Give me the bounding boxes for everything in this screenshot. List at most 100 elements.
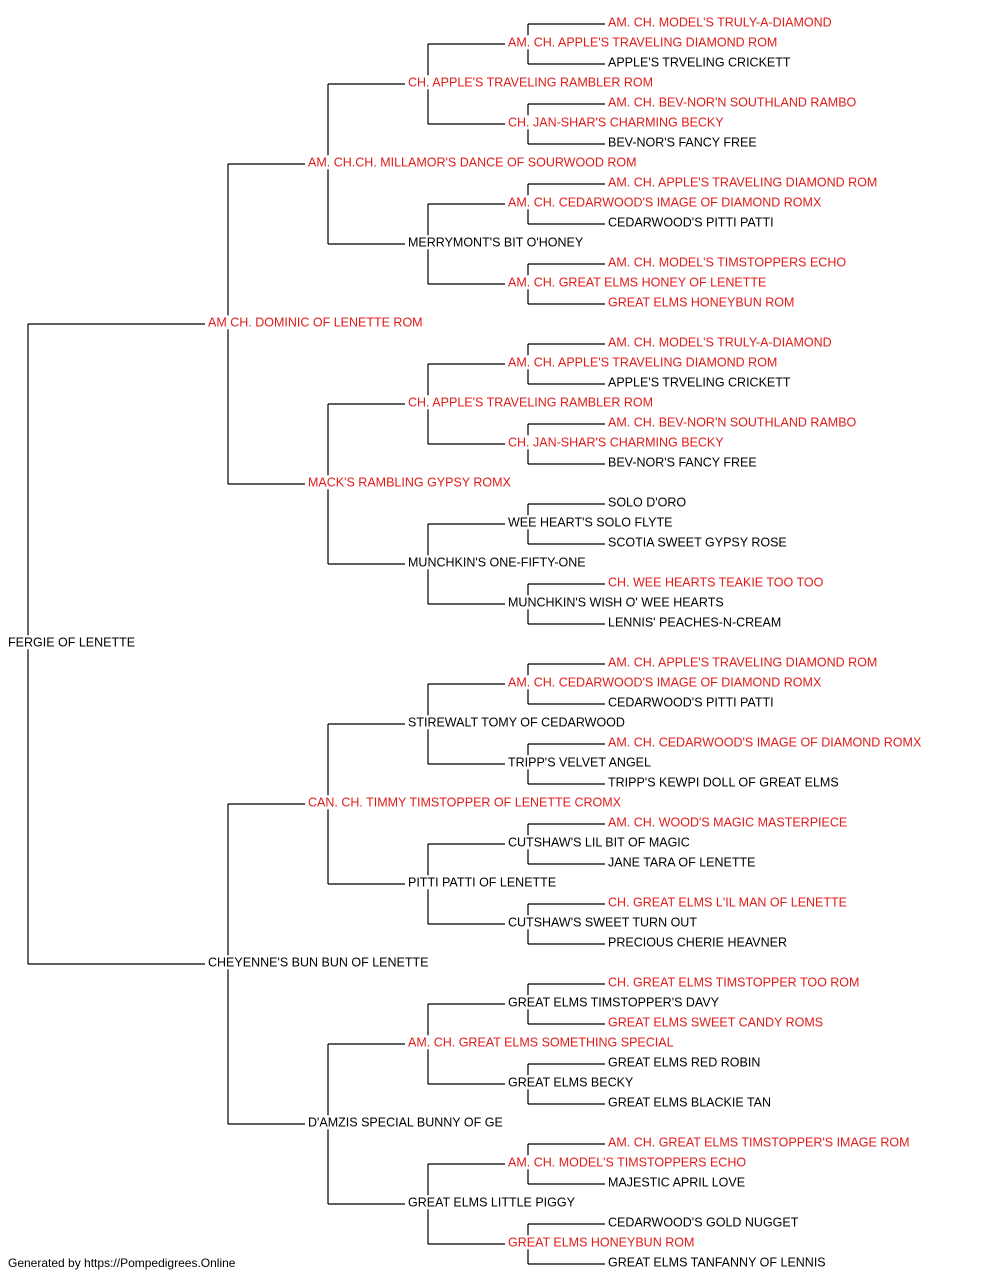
dog-name: PITTI PATTI OF LENETTE <box>408 875 556 889</box>
name-background <box>606 815 850 830</box>
name-background <box>606 575 826 590</box>
dog-name: MUNCHKIN'S ONE-FIFTY-ONE <box>408 555 586 569</box>
dog-name: APPLE'S TRVELING CRICKETT <box>608 375 791 389</box>
name-background <box>306 795 624 810</box>
name-background <box>506 115 727 130</box>
dog-name: GREAT ELMS LITTLE PIGGY <box>408 1195 576 1209</box>
name-background <box>606 695 776 710</box>
dog-name: CUTSHAW'S LIL BIT OF MAGIC <box>508 835 690 849</box>
name-background <box>606 735 924 750</box>
name-background <box>506 755 653 770</box>
generated-by-footer: Generated by https://Pompedigrees.Online <box>8 1256 236 1270</box>
name-background <box>606 775 841 790</box>
name-background <box>506 1235 697 1250</box>
dog-name: CEDARWOOD'S PITTI PATTI <box>608 215 774 229</box>
dog-name: GREAT ELMS SWEET CANDY ROMS <box>608 1015 823 1029</box>
name-background <box>606 375 793 390</box>
dog-name: GREAT ELMS TANFANNY OF LENNIS <box>608 1255 826 1269</box>
dog-name: CH. WEE HEARTS TEAKIE TOO TOO <box>608 575 824 589</box>
dog-name: JANE TARA OF LENETTE <box>608 855 756 869</box>
dog-name: LENNIS' PEACHES-N-CREAM <box>608 615 781 629</box>
dog-name: STIREWALT TOMY OF CEDARWOOD <box>408 715 625 729</box>
dog-name: CEDARWOOD'S PITTI PATTI <box>608 695 774 709</box>
dog-name: TRIPP'S VELVET ANGEL <box>508 755 651 769</box>
dog-name: CUTSHAW'S SWEET TURN OUT <box>508 915 697 929</box>
name-background <box>606 215 776 230</box>
dog-name: AM. CH. CEDARWOOD'S IMAGE OF DIAMOND ROM… <box>508 675 822 689</box>
name-background <box>506 35 780 50</box>
name-background <box>506 195 824 210</box>
dog-name: BEV-NOR'S FANCY FREE <box>608 455 757 469</box>
name-background <box>606 1255 828 1270</box>
dog-name: CH. GREAT ELMS L'IL MAN OF LENETTE <box>608 895 847 909</box>
dog-name: FERGIE OF LENETTE <box>8 635 135 649</box>
dog-name: AM. CH. GREAT ELMS SOMETHING SPECIAL <box>408 1035 674 1049</box>
dog-name: AM CH. DOMINIC OF LENETTE ROM <box>208 315 423 329</box>
dog-name: GREAT ELMS BLACKIE TAN <box>608 1095 771 1109</box>
name-background <box>606 1215 801 1230</box>
dog-name: AM. CH. MODEL'S TIMSTOPPERS ECHO <box>508 1155 746 1169</box>
dog-name: AM. CH. BEV-NOR'N SOUTHLAND RAMBO <box>608 415 857 429</box>
name-background <box>506 1155 749 1170</box>
name-background <box>506 515 675 530</box>
dog-name: AM. CH.CH. MILLAMOR'S DANCE OF SOURWOOD … <box>308 155 637 169</box>
name-background <box>606 415 859 430</box>
dog-name: GREAT ELMS RED ROBIN <box>608 1055 760 1069</box>
name-background <box>406 555 588 570</box>
name-background <box>606 295 797 310</box>
name-background <box>406 875 559 890</box>
dog-name: MERRYMONT'S BIT O'HONEY <box>408 235 584 249</box>
dog-name: CH. JAN-SHAR'S CHARMING BECKY <box>508 435 724 449</box>
dog-name: CH. GREAT ELMS TIMSTOPPER TOO ROM <box>608 975 859 989</box>
dog-name: AM. CH. BEV-NOR'N SOUTHLAND RAMBO <box>608 95 857 109</box>
name-background <box>406 1035 676 1050</box>
dog-name: SOLO D'ORO <box>608 495 686 509</box>
dog-name: AM. CH. CEDARWOOD'S IMAGE OF DIAMOND ROM… <box>608 735 922 749</box>
dog-name: AM. CH. GREAT ELMS HONEY OF LENETTE <box>508 275 766 289</box>
dog-name: AM. CH. MODEL'S TRULY-A-DIAMOND <box>608 15 832 29</box>
name-background <box>506 995 722 1010</box>
dog-name: AM. CH. APPLE'S TRAVELING DIAMOND ROM <box>608 175 877 189</box>
dog-name: AM. CH. GREAT ELMS TIMSTOPPER'S IMAGE RO… <box>608 1135 910 1149</box>
name-background <box>406 75 656 90</box>
name-background <box>606 55 793 70</box>
name-background <box>606 495 689 510</box>
name-background <box>506 675 824 690</box>
name-background <box>606 615 784 630</box>
name-background <box>406 715 627 730</box>
dog-name: AM. CH. APPLE'S TRAVELING DIAMOND ROM <box>508 35 777 49</box>
name-background <box>606 1135 912 1150</box>
dog-name: D'AMZIS SPECIAL BUNNY OF GE <box>308 1115 503 1129</box>
name-background <box>606 855 758 870</box>
name-background <box>606 455 759 470</box>
name-background <box>406 1195 578 1210</box>
dog-name: PRECIOUS CHERIE HEAVNER <box>608 935 787 949</box>
dog-name: AM. CH. CEDARWOOD'S IMAGE OF DIAMOND ROM… <box>508 195 822 209</box>
dog-name: AM. CH. MODEL'S TIMSTOPPERS ECHO <box>608 255 846 269</box>
name-background <box>506 915 700 930</box>
dog-name: MUNCHKIN'S WISH O' WEE HEARTS <box>508 595 724 609</box>
dog-name: MACK'S RAMBLING GYPSY ROMX <box>308 475 512 489</box>
name-background <box>306 475 514 490</box>
dog-name: GREAT ELMS TIMSTOPPER'S DAVY <box>508 995 720 1009</box>
dog-name: CHEYENNE'S BUN BUN OF LENETTE <box>208 955 428 969</box>
name-background <box>506 595 726 610</box>
name-background <box>606 1095 774 1110</box>
name-background <box>606 1175 748 1190</box>
name-background <box>606 15 834 30</box>
name-background <box>406 235 586 250</box>
name-background <box>506 275 769 290</box>
name-background <box>506 835 692 850</box>
dog-name: CH. APPLE'S TRAVELING RAMBLER ROM <box>408 75 653 89</box>
dog-name: SCOTIA SWEET GYPSY ROSE <box>608 535 787 549</box>
dog-name: AM. CH. APPLE'S TRAVELING DIAMOND ROM <box>508 355 777 369</box>
dog-name: MAJESTIC APRIL LOVE <box>608 1175 745 1189</box>
name-background <box>206 955 431 970</box>
name-background <box>606 975 862 990</box>
name-background <box>606 655 880 670</box>
dog-name: BEV-NOR'S FANCY FREE <box>608 135 757 149</box>
dog-name: CH. JAN-SHAR'S CHARMING BECKY <box>508 115 724 129</box>
name-background <box>606 1015 826 1030</box>
name-background <box>606 535 789 550</box>
dog-name: CEDARWOOD'S GOLD NUGGET <box>608 1215 799 1229</box>
